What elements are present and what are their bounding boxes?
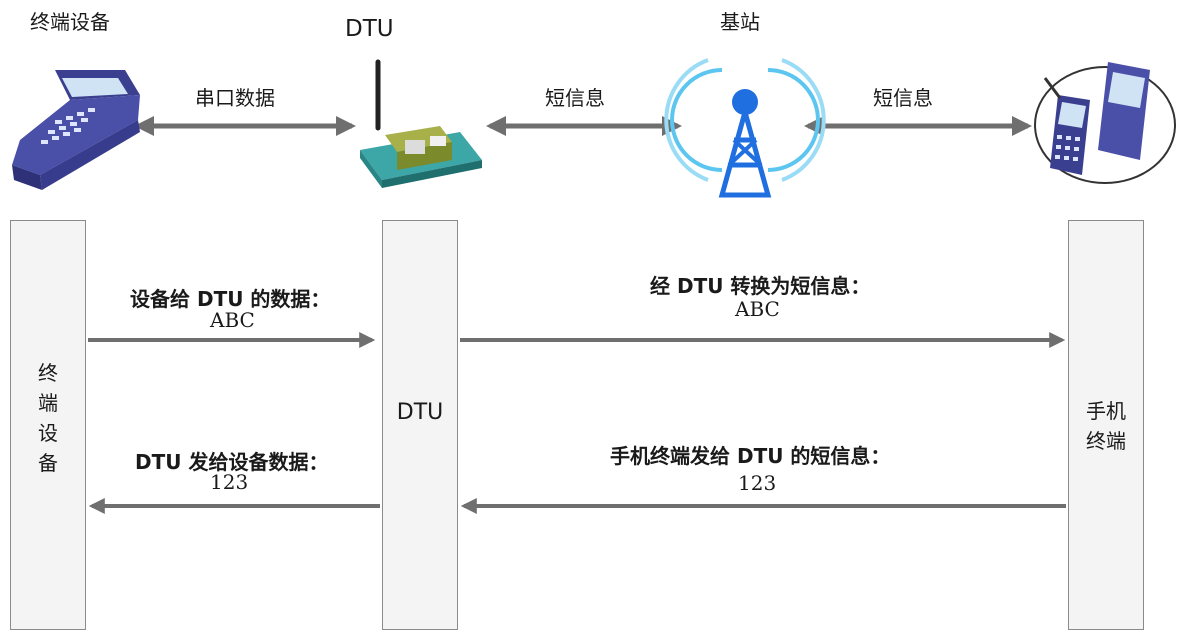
- terminal-lane-char-1: 终: [38, 361, 58, 385]
- terminal-lane-char-2: 端: [38, 391, 58, 415]
- terminal-lane-char-3: 设: [38, 421, 58, 445]
- phone-lane-line-2: 终端: [1086, 429, 1126, 453]
- terminal-lane-label: 终 端 设 备: [10, 358, 86, 478]
- terminal-device-lane: [10, 220, 86, 630]
- dtu-top-label: DTU: [345, 16, 394, 42]
- dtu-lane: [382, 220, 458, 630]
- phone-lane-line-1: 手机: [1086, 399, 1126, 423]
- message-phone-to-dtu-value: 123: [738, 471, 777, 495]
- message-device-to-dtu-title: 设备给 DTU 的数据：: [130, 287, 331, 311]
- message-phone-to-dtu-title: 手机终端发给 DTU 的短信息：: [610, 444, 891, 468]
- message-dtu-to-device-value: 123: [210, 470, 249, 494]
- dtu-device-icon: [360, 59, 482, 188]
- mobile-phone-icon: [1034, 62, 1176, 184]
- sms-link-label-1: 短信息: [545, 86, 605, 110]
- phone-terminal-lane: [1068, 220, 1144, 630]
- message-dtu-to-phone-title: 经 DTU 转换为短信息：: [650, 274, 871, 298]
- message-dtu-to-phone-value: ABC: [735, 297, 780, 321]
- base-station-label: 基站: [720, 10, 760, 34]
- dtu-lane-label: DTU: [396, 400, 444, 425]
- terminal-lane-char-4: 备: [38, 451, 58, 475]
- terminal-device-label: 终端设备: [30, 10, 110, 34]
- base-station-icon: [664, 58, 826, 198]
- phone-lane-label: 手机 终端: [1068, 396, 1144, 456]
- handheld-terminal-icon: [12, 70, 140, 190]
- sms-link-label-2: 短信息: [873, 86, 933, 110]
- message-dtu-to-device-title: DTU 发给设备数据：: [135, 450, 329, 474]
- message-device-to-dtu-value: ABC: [210, 308, 255, 332]
- serial-data-link-label: 串口数据: [195, 86, 275, 110]
